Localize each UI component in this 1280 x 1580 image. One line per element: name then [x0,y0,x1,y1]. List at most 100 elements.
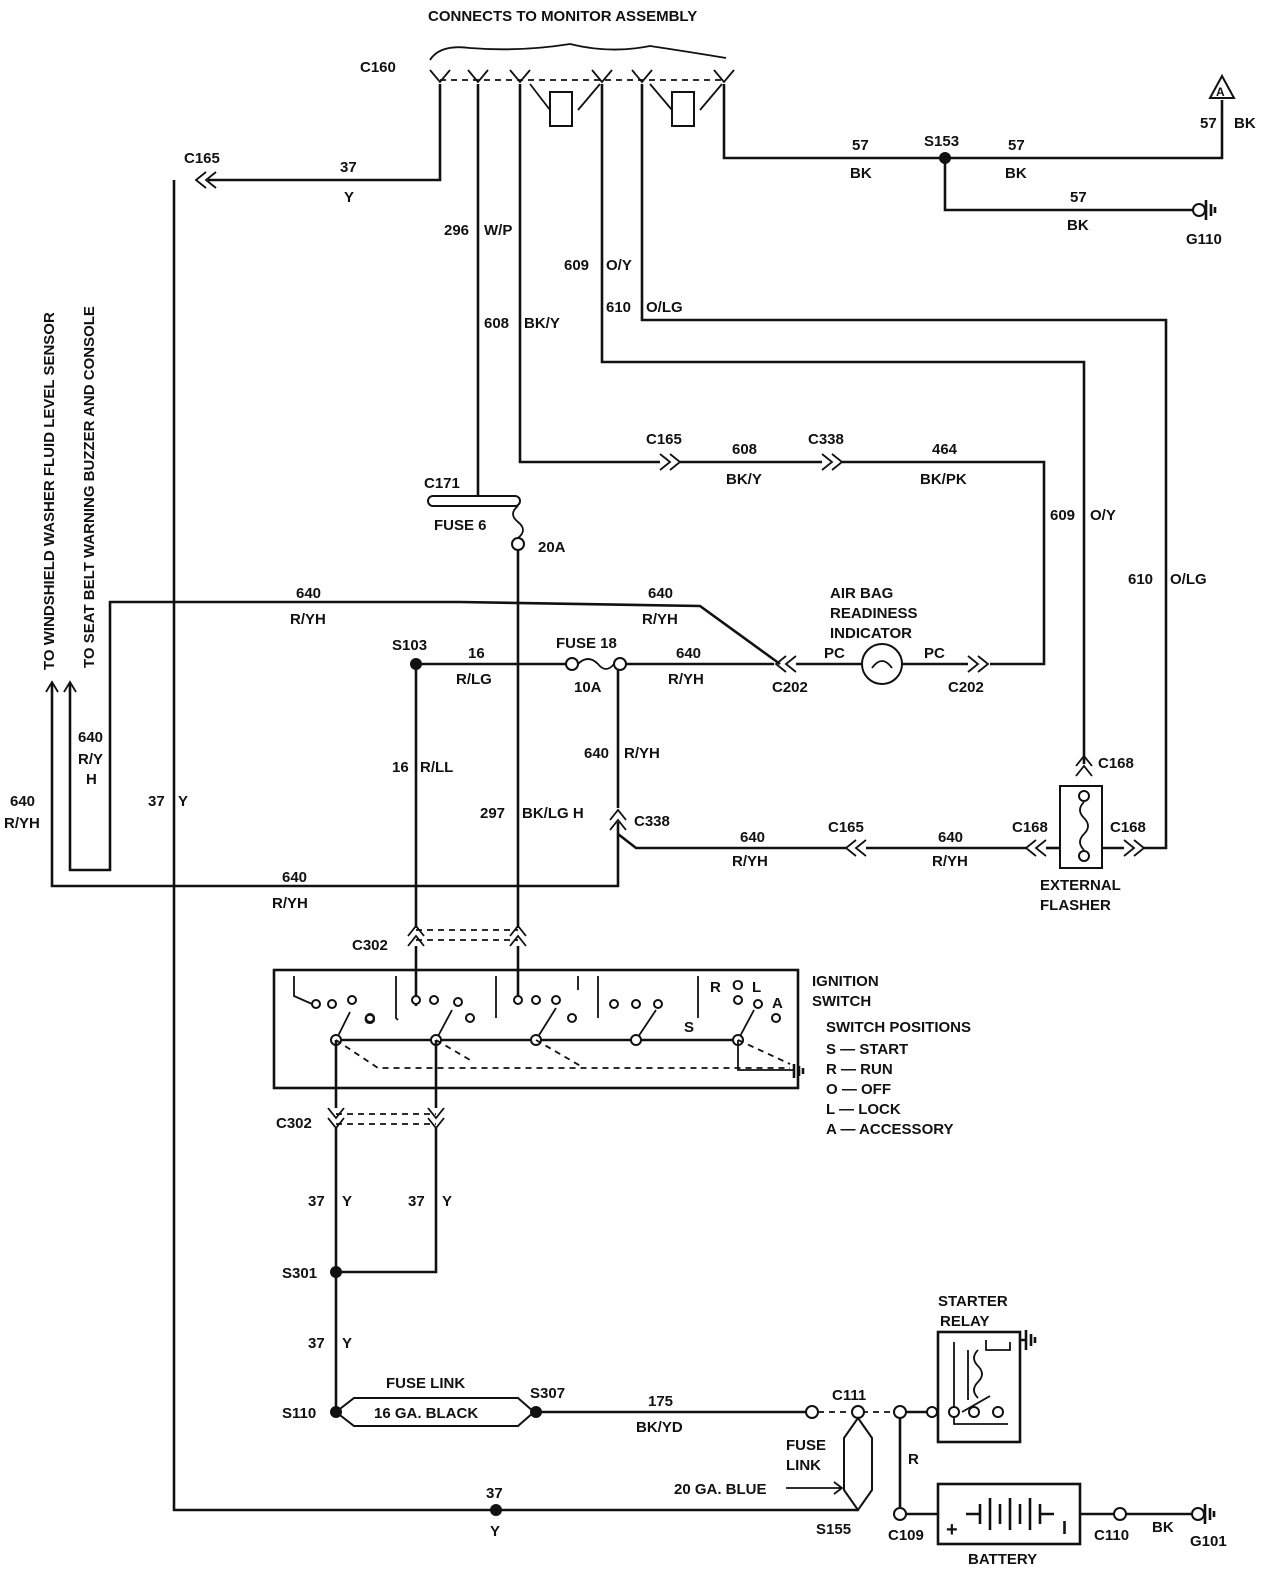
wire-640-label-diag: 640 [648,585,673,602]
wire-olg-label: O/LG [646,299,683,316]
wire-464-bkpk [842,460,1046,666]
splice-s153-label: S153 [924,133,959,150]
ground-g110-icon [1192,200,1217,220]
c302-bottom-leads-top [334,1040,438,1108]
flasher-label-1: EXTERNAL [1040,877,1121,894]
switch-position-off: O — OFF [826,1081,891,1098]
switch-letter-l: L [752,979,761,996]
wire-57-label-a: 57 [1200,115,1217,132]
airbag-label-3: INDICATOR [830,625,912,642]
fuse6-terminal [511,537,525,551]
connector-c160-label: C160 [360,59,396,76]
wire-640-label-lower: 640 [282,869,307,886]
wire-57-label-1: 57 [852,137,869,154]
battery-plus: + [946,1519,958,1541]
ignition-switch-label-2: SWITCH [812,993,871,1010]
connector-c168-left-symbol [1024,839,1047,857]
wire-ryh-label-fuse18: R/YH [668,671,704,688]
switch-letter-r: R [710,979,721,996]
c302-top-pin-2 [509,924,527,947]
wire-175-label: 175 [648,1393,673,1410]
fuse6-rating: 20A [538,539,566,556]
wire-y-label-c302-left: Y [342,1193,352,1210]
wire-37-y-left [172,180,496,1512]
wire-37-label-s301: 37 [308,1335,325,1352]
switch-position-run: R — RUN [826,1061,893,1078]
connector-c168-top-symbol [1075,754,1093,777]
connector-c202-right-symbol [967,655,990,673]
connector-c168-right-symbol [1123,839,1146,857]
starter-relay-label-1: STARTER [938,1293,1008,1310]
arrow-belt-buzzer [63,680,77,693]
wire-y-label-top: Y [344,189,354,206]
fuse6-element [512,505,524,539]
c302-bottom-pin-2 [427,1107,445,1130]
wire-y-label-c302-right: Y [442,1193,452,1210]
connector-c171-bar [427,495,521,507]
wire-464-label: 464 [932,441,958,458]
starter-relay-box [936,1330,1022,1444]
splice-s103-label: S103 [392,637,427,654]
wire-bklgh-label: BK/LG H [522,805,584,822]
ref-a-triangle [1208,73,1236,99]
wire-640-label-fuse18: 640 [676,645,701,662]
monitor-relay-2 [671,91,695,127]
connector-c165-low-symbol [844,839,867,857]
wire-oy-label: O/Y [606,257,632,274]
wire-640-ryh-upper [68,600,781,872]
fuse-link-label: FUSE LINK [386,1375,465,1392]
fuse-link-20ga [843,1416,873,1512]
c302-top-dashed [416,929,518,941]
connector-c165-low-label: C165 [828,819,864,836]
c160-pin-1 [429,69,451,84]
ground-g101-icon [1191,1504,1216,1524]
wire-rll-label: R/LL [420,759,453,776]
c160-pin-2 [467,69,489,84]
wire-608-label: 608 [484,315,509,332]
wire-bk-label-g101: BK [1152,1519,1174,1536]
fuse18-terminal-right [613,657,627,671]
c111-terminal-left [805,1405,819,1419]
wire-57-bk-g110 [943,158,1196,212]
connector-c165-top-label: C165 [184,150,220,167]
connector-c165-top-symbol [194,171,217,189]
connector-c168-top-label: C168 [1098,755,1134,772]
wire-ryh-label-washer: R/YH [4,815,40,832]
connector-c338-lower-symbol [609,808,627,831]
wire-ryh-label-flasher-2: R/YH [932,853,968,870]
wire-640-ryh-washer [50,684,620,888]
wire-ryh-label-lower: R/YH [272,895,308,912]
wire-ryh-label-diag: R/YH [642,611,678,628]
wire-57-label-2: 57 [1008,137,1025,154]
fuse6-label: FUSE 6 [434,517,487,534]
fuse-link2-gauge: 20 GA. BLUE [674,1481,767,1498]
wire-y-label-s301: Y [342,1335,352,1352]
connector-c302-bottom-label: C302 [276,1115,312,1132]
connector-c202-left-symbol [774,655,797,673]
wire-640-label-belt: 640 [78,729,103,746]
wire-57-label-3: 57 [1070,189,1087,206]
wire-y-label-left: Y [178,793,188,810]
c111-terminal-mid [851,1405,865,1419]
wire-ryh-label-flasher-1: R/YH [732,853,768,870]
c302-top-pin-1 [407,924,425,947]
wire-610-label: 610 [606,299,631,316]
c160-pin-3 [509,69,531,84]
connector-c110-label: C110 [1094,1527,1129,1544]
wire-16-label-vert: 16 [392,759,409,776]
ignition-switch-label-1: IGNITION [812,973,879,990]
splice-s110-dot [330,1406,342,1418]
wire-37-y-top [208,84,442,182]
c160-pin-5 [631,69,653,84]
fuse18-rating: 10A [574,679,602,696]
wire-296-label: 296 [444,222,469,239]
splice-s301-label: S301 [282,1265,317,1282]
wire-640-label-washer: 640 [10,793,35,810]
wire-oy-label-right: O/Y [1090,507,1116,524]
fuse18-label: FUSE 18 [556,635,617,652]
wire-608-label-2: 608 [732,441,757,458]
connector-c165-mid-label: C165 [646,431,682,448]
wire-ryh-label-upper: R/YH [290,611,326,628]
wire-610-label-right: 610 [1128,571,1153,588]
